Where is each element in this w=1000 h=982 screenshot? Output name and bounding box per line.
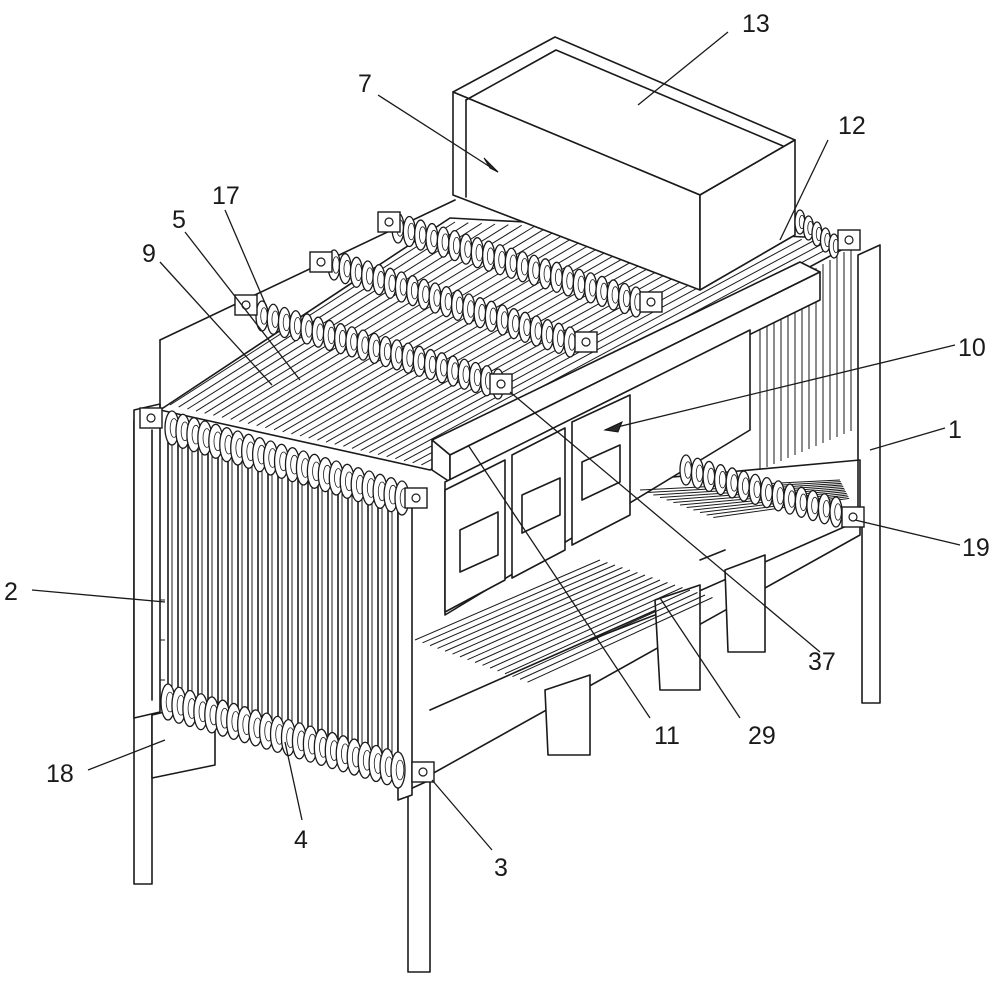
left-screen-panel bbox=[134, 404, 165, 718]
label-7: 7 bbox=[358, 70, 372, 98]
label-1: 1 bbox=[948, 416, 962, 444]
label-18: 18 bbox=[46, 760, 74, 788]
label-12: 12 bbox=[838, 112, 866, 140]
label-10: 10 bbox=[958, 334, 986, 362]
label-17: 17 bbox=[212, 182, 240, 210]
label-2: 2 bbox=[4, 578, 18, 606]
label-29: 29 bbox=[748, 722, 776, 750]
label-4: 4 bbox=[294, 826, 308, 854]
label-13: 13 bbox=[742, 10, 770, 38]
label-11: 11 bbox=[654, 722, 680, 750]
label-3: 3 bbox=[494, 854, 508, 882]
label-19: 19 bbox=[962, 534, 990, 562]
label-37: 37 bbox=[808, 648, 836, 676]
label-5: 5 bbox=[172, 206, 186, 234]
label-9: 9 bbox=[142, 240, 156, 268]
